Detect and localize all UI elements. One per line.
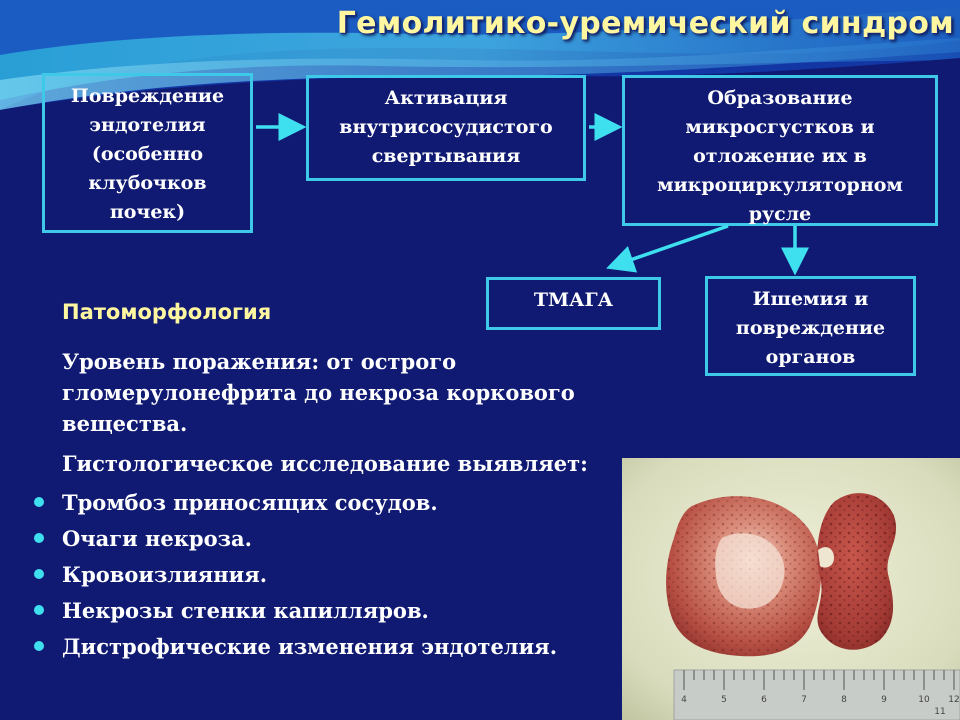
bullet-icon bbox=[34, 569, 44, 579]
ruler-label: 11 bbox=[934, 707, 945, 717]
bullet-icon bbox=[34, 641, 44, 651]
ruler-label: 10 bbox=[918, 695, 930, 705]
list-item-text: Тромбоз приносящих сосудов. bbox=[62, 490, 438, 515]
box-line: повреждение bbox=[735, 317, 886, 339]
ruler-label: 7 bbox=[801, 695, 807, 705]
list-item-text: Очаги некроза. bbox=[62, 526, 252, 551]
box-line: эндотелия bbox=[89, 114, 206, 136]
findings-list: Тромбоз приносящих сосудов. Очаги некроз… bbox=[32, 485, 557, 665]
flow-box-ischemia: Ишемия и повреждение органов bbox=[705, 276, 916, 376]
list-item: Очаги некроза. bbox=[32, 521, 557, 557]
bullet-icon bbox=[34, 533, 44, 543]
box-line: клубочков bbox=[88, 172, 207, 194]
ruler-label: 4 bbox=[681, 695, 687, 705]
level-paragraph: Уровень поражения: от острого гломерулон… bbox=[62, 349, 575, 436]
ruler-label: 9 bbox=[881, 695, 887, 705]
list-item: Кровоизлияния. bbox=[32, 557, 557, 593]
list-item: Некрозы стенки капилляров. bbox=[32, 593, 557, 629]
list-item-text: Кровоизлияния. bbox=[62, 562, 268, 587]
box-line: (особенно bbox=[91, 143, 204, 165]
flow-box-endothelium-damage: Повреждение эндотелия (особенно клубочко… bbox=[42, 73, 253, 233]
bullet-icon bbox=[34, 497, 44, 507]
flow-box-microclot-formation: Образование микросгустков и отложение их… bbox=[622, 75, 938, 226]
kidney-specimen-photo: 4 5 6 7 8 9 10 11 12 bbox=[622, 458, 960, 720]
arrow-box3-to-tmaga bbox=[606, 224, 729, 273]
ruler-label: 5 bbox=[721, 695, 727, 705]
box-line: почек) bbox=[109, 201, 186, 223]
section-title: Патоморфология bbox=[62, 300, 272, 324]
box-line: Активация bbox=[384, 87, 508, 109]
box-line: внутрисосудистого bbox=[339, 116, 553, 138]
list-item: Тромбоз приносящих сосудов. bbox=[32, 485, 557, 521]
flow-box-coagulation-activation: Активация внутрисосудистого свертывания bbox=[306, 75, 586, 181]
box-line: микросгустков и bbox=[685, 116, 875, 138]
list-item-text: Дистрофические изменения эндотелия. bbox=[62, 634, 558, 659]
bullet-icon bbox=[34, 605, 44, 615]
slide-title: Гемолитико-уремический синдром bbox=[336, 6, 954, 41]
box-line: Образование bbox=[707, 87, 853, 109]
box-line: свертывания bbox=[371, 145, 521, 167]
box-line: ТМАГА bbox=[533, 289, 614, 311]
ruler-label: 6 bbox=[761, 695, 767, 705]
histology-paragraph: Гистологическое исследование выявляет: bbox=[62, 451, 588, 476]
box-line: микроциркуляторном bbox=[657, 174, 903, 196]
box-line: Ишемия и bbox=[752, 288, 869, 310]
box-line: Повреждение bbox=[70, 85, 225, 107]
ruler-label: 12 bbox=[948, 695, 959, 705]
box-line: русле bbox=[748, 203, 812, 225]
box-line: органов bbox=[765, 346, 856, 368]
box-line: отложение их в bbox=[693, 145, 867, 167]
ruler-ticks bbox=[683, 670, 955, 690]
list-item-text: Некрозы стенки капилляров. bbox=[62, 598, 429, 623]
flow-box-tmaga: ТМАГА bbox=[486, 277, 661, 330]
list-item: Дистрофические изменения эндотелия. bbox=[32, 629, 557, 665]
ruler-label: 8 bbox=[841, 695, 847, 705]
